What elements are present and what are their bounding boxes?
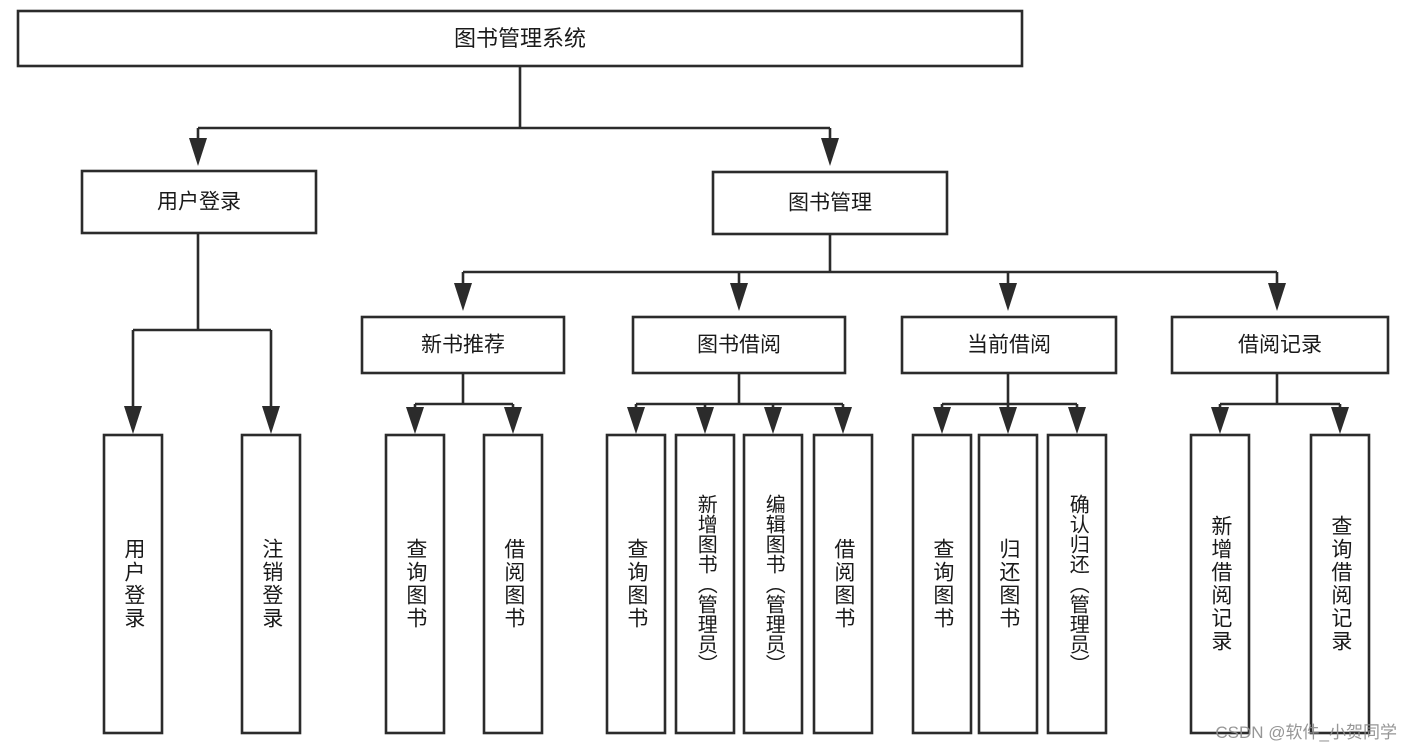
node-new-book-recommend-box: [360, 315, 566, 375]
node-user-login-label: 用户登录: [157, 191, 241, 214]
leaf-box-borrow-record-1[interactable]: [1189, 433, 1251, 735]
node-book-borrow-label: 图书借阅: [697, 334, 781, 357]
leaf-group-user-login: [102, 433, 302, 735]
arrow-leaf-book-borrow-1: [627, 407, 645, 434]
node-book-management-box: [711, 170, 949, 236]
connector-group-borrow-record-to-leaves: [1211, 373, 1349, 434]
leaf-box-current-borrow-1[interactable]: [911, 433, 973, 735]
node-book-borrow-box: [631, 315, 847, 375]
leaf-box-current-borrow-2[interactable]: [977, 433, 1039, 735]
node-root-label: 图书管理系统: [454, 26, 586, 51]
node-book-borrow[interactable]: 图书借阅: [631, 315, 847, 375]
node-current-borrow[interactable]: 当前借阅: [900, 315, 1118, 375]
node-borrow-record-box: [1170, 315, 1390, 375]
node-user-login-box: [80, 169, 318, 235]
node-borrow-record[interactable]: 借阅记录: [1170, 315, 1390, 375]
leaf-box-borrow-record-2[interactable]: [1309, 433, 1371, 735]
arrow-borrow-record: [1268, 283, 1286, 311]
leaf-group-current-borrow: [911, 433, 1108, 735]
arrow-leaf-current-borrow-2: [999, 407, 1017, 434]
leaf-box-current-borrow-3[interactable]: [1046, 433, 1108, 735]
arrow-leaf-book-borrow-4: [834, 407, 852, 434]
arrow-leaf-book-borrow-2: [696, 407, 714, 434]
node-new-book-recommend[interactable]: 新书推荐: [360, 315, 566, 375]
arrow-current-borrow: [999, 283, 1017, 311]
node-user-login[interactable]: 用户登录: [80, 169, 318, 235]
leaf-box-book-borrow-1[interactable]: [605, 433, 667, 735]
arrow-leaf-user-login-2: [262, 406, 280, 434]
node-root-box: [16, 9, 1024, 68]
leaf-group-borrow-record: [1189, 433, 1371, 735]
node-book-management[interactable]: 图书管理: [711, 170, 949, 236]
arrow-leaf-new-book-1: [406, 407, 424, 434]
leaf-box-book-borrow-2[interactable]: [674, 433, 736, 735]
leaf-box-user-login-2[interactable]: [240, 433, 302, 735]
leaf-box-new-book-2[interactable]: [482, 433, 544, 735]
node-book-management-label: 图书管理: [788, 192, 872, 215]
node-new-book-recommend-label: 新书推荐: [421, 334, 505, 357]
leaf-box-book-borrow-4[interactable]: [812, 433, 874, 735]
arrow-leaf-current-borrow-1: [933, 407, 951, 434]
node-current-borrow-box: [900, 315, 1118, 375]
connector-group-book-mgmt-to-level3: [454, 234, 1286, 311]
arrow-leaf-current-borrow-3: [1068, 407, 1086, 434]
connector-group-user-login-to-leaves: [124, 233, 280, 434]
arrow-leaf-book-borrow-3: [764, 407, 782, 434]
arrow-user-login: [189, 138, 207, 166]
leaf-box-new-book-1[interactable]: [384, 433, 446, 735]
arrow-leaf-borrow-record-2: [1331, 407, 1349, 434]
node-borrow-record-label: 借阅记录: [1238, 334, 1322, 357]
arrow-leaf-new-book-2: [504, 407, 522, 434]
node-root-system[interactable]: 图书管理系统: [16, 9, 1024, 68]
arrow-book-mgmt: [821, 138, 839, 166]
csdn-watermark: CSDN @软件_小贺同学: [1215, 723, 1397, 742]
leaf-group-new-book-recommend: [384, 433, 544, 735]
connector-group-new-book-to-leaves: [406, 373, 522, 434]
connector-group-book-borrow-to-leaves: [627, 373, 852, 434]
connector-group-current-borrow-to-leaves: [933, 373, 1086, 434]
leaf-box-user-login-1[interactable]: [102, 433, 164, 735]
arrow-book-borrow: [730, 283, 748, 311]
arrow-leaf-user-login-1: [124, 406, 142, 434]
leaf-box-book-borrow-3[interactable]: [742, 433, 804, 735]
node-current-borrow-label: 当前借阅: [967, 334, 1051, 357]
connector-group-root-to-level2: [189, 66, 839, 166]
leaf-group-book-borrow: [605, 433, 874, 735]
arrow-leaf-borrow-record-1: [1211, 407, 1229, 434]
arrow-new-book-recommend: [454, 283, 472, 311]
